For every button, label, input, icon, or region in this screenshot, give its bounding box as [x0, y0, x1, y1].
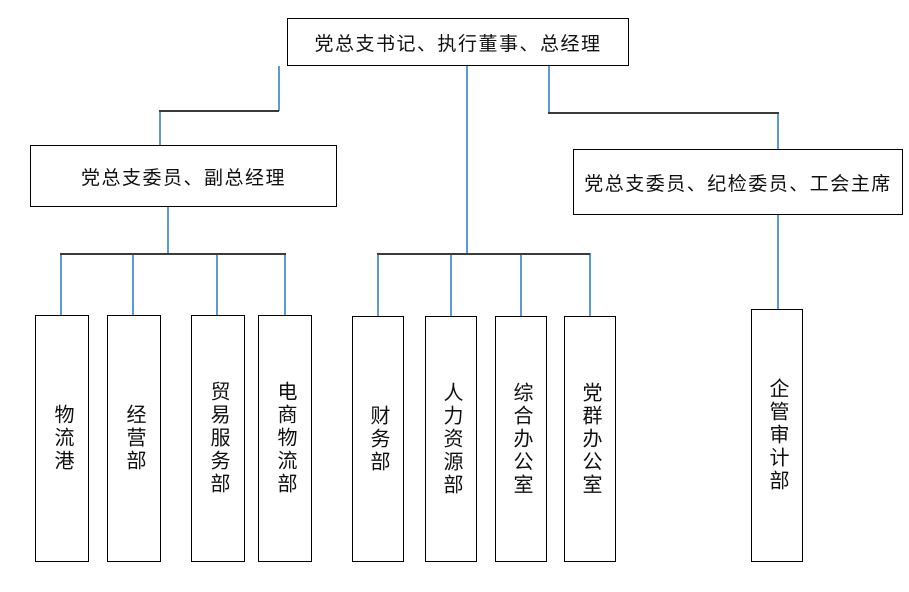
node-level2-deputy-gm[interactable]: 党总支委员、副总经理 [30, 145, 337, 207]
connector-right-drop [777, 112, 779, 150]
connector-left-group-drop-2 [132, 253, 134, 315]
connector-left-group-drop-1 [60, 253, 62, 315]
connector-left-group-drop-4 [284, 253, 286, 315]
connector-middle-group-drop-3 [520, 253, 522, 316]
connector-left-group-bus [60, 253, 286, 255]
connector-right-group-drop-1 [777, 215, 779, 309]
node-dept-trade-service[interactable]: 贸易服务部 [191, 315, 245, 562]
node-dept-human-resources[interactable]: 人力资源部 [425, 316, 477, 562]
node-top-party-secretary[interactable]: 党总支书记、执行董事、总经理 [287, 18, 629, 66]
connector-top-to-left-vertical [278, 66, 280, 111]
connector-middle-group-drop-1 [377, 253, 379, 316]
node-dept-ecommerce-logistics[interactable]: 电商物流部 [258, 315, 312, 562]
node-dept-enterprise-audit[interactable]: 企管审计部 [751, 309, 803, 562]
connector-top-to-left-horizontal [159, 110, 279, 112]
node-dept-operations[interactable]: 经营部 [107, 315, 161, 562]
connector-top-to-middle-vertical [466, 66, 468, 253]
connector-middle-group-bus [377, 253, 590, 255]
node-dept-logistics-port[interactable]: 物流港 [35, 315, 89, 562]
connector-middle-group-drop-4 [589, 253, 591, 316]
node-dept-general-office[interactable]: 综合办公室 [495, 316, 547, 562]
node-dept-party-mass-office[interactable]: 党群办公室 [564, 316, 616, 562]
connector-top-to-right-vertical [548, 66, 550, 113]
connector-top-to-right-horizontal [548, 112, 779, 114]
node-level2-discipline-union[interactable]: 党总支委员、纪检委员、工会主席 [573, 149, 903, 215]
connector-left-drop [159, 110, 161, 146]
connector-left-group-stem [167, 207, 169, 253]
connector-left-group-drop-3 [216, 253, 218, 315]
node-dept-finance[interactable]: 财务部 [352, 316, 404, 562]
connector-middle-group-drop-2 [450, 253, 452, 316]
